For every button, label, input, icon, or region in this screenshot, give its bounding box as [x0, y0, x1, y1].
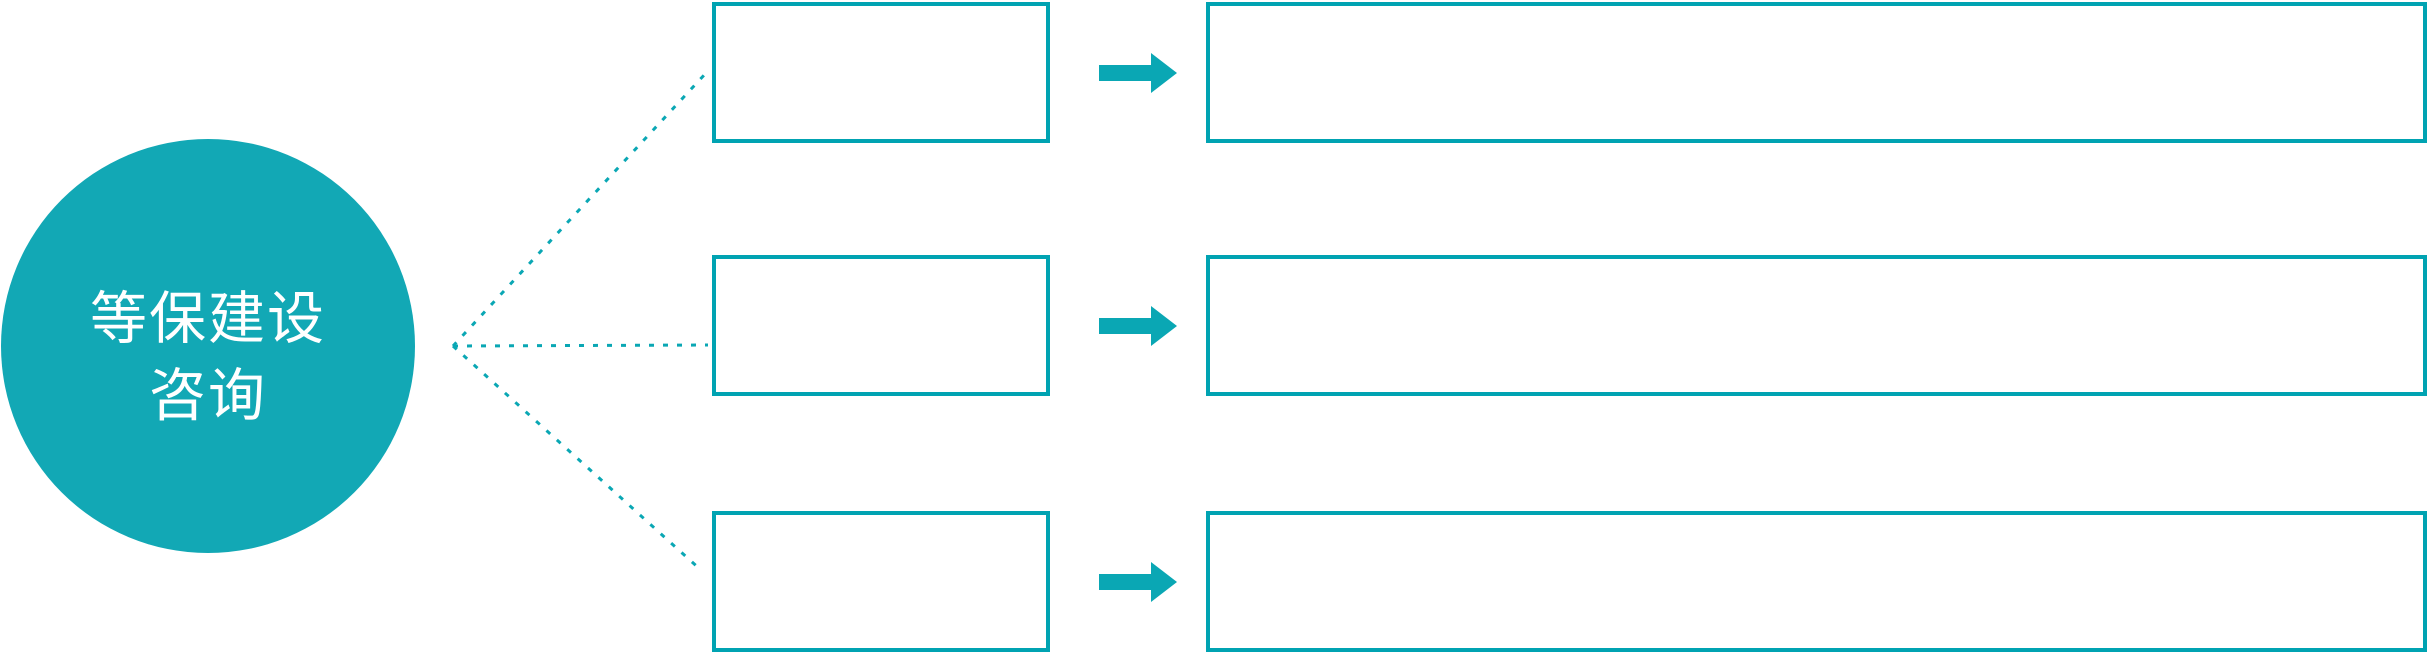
arrow-right-icon-2	[1099, 306, 1177, 346]
detail-box-1	[1206, 2, 2427, 143]
arrow-right-icon-1	[1099, 53, 1177, 93]
category-box-2	[712, 255, 1050, 396]
center-circle: 等保建设 咨询	[1, 139, 415, 553]
connector-line-top	[451, 71, 708, 348]
connector-line-bottom	[451, 344, 704, 573]
arrow-right-icon-3	[1099, 562, 1177, 602]
detail-box-3	[1206, 511, 2427, 652]
center-circle-label: 等保建设 咨询	[90, 257, 326, 435]
detail-box-2	[1206, 255, 2427, 396]
category-box-3	[712, 511, 1050, 652]
center-circle-label-line1: 等保建设	[90, 287, 326, 351]
connector-line-middle	[452, 343, 709, 348]
center-circle-label-line2: 咨询	[149, 364, 267, 428]
category-box-1	[712, 2, 1050, 143]
